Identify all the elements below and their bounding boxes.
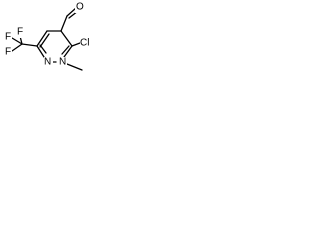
bond-c4-c5: [60, 30, 73, 47]
bond-c3-c4-double: [39, 33, 50, 48]
bond-n1-methyl: [66, 63, 83, 71]
fluorine-2-label: F: [5, 32, 11, 43]
bond-c4-cho: [60, 15, 68, 32]
ring-nitrogen-1-label: N: [59, 57, 66, 68]
chemical-structure-diagram: O Cl N N F F F: [4, 2, 93, 71]
bond-c3-c4: [36, 30, 48, 47]
oxygen-label: O: [76, 2, 84, 13]
bond-cf3-f2: [11, 37, 23, 45]
bond-c3-cf3: [21, 43, 38, 47]
chlorine-label: Cl: [80, 38, 89, 49]
atom-label-layer: O Cl N N F F F: [4, 2, 93, 68]
bond-cho-o: [66, 7, 77, 17]
bond-c5-n1-double: [61, 45, 70, 55]
bond-n2-c3: [36, 45, 45, 58]
ring-nitrogen-2-label: N: [44, 57, 51, 68]
bond-cf3-f1: [11, 43, 23, 52]
fluorine-1-label: F: [5, 47, 11, 58]
bond-layer: [11, 7, 83, 71]
bond-c5-cl: [71, 42, 81, 47]
bond-c5-n1: [63, 45, 73, 58]
fluorine-3-label: F: [17, 27, 23, 38]
